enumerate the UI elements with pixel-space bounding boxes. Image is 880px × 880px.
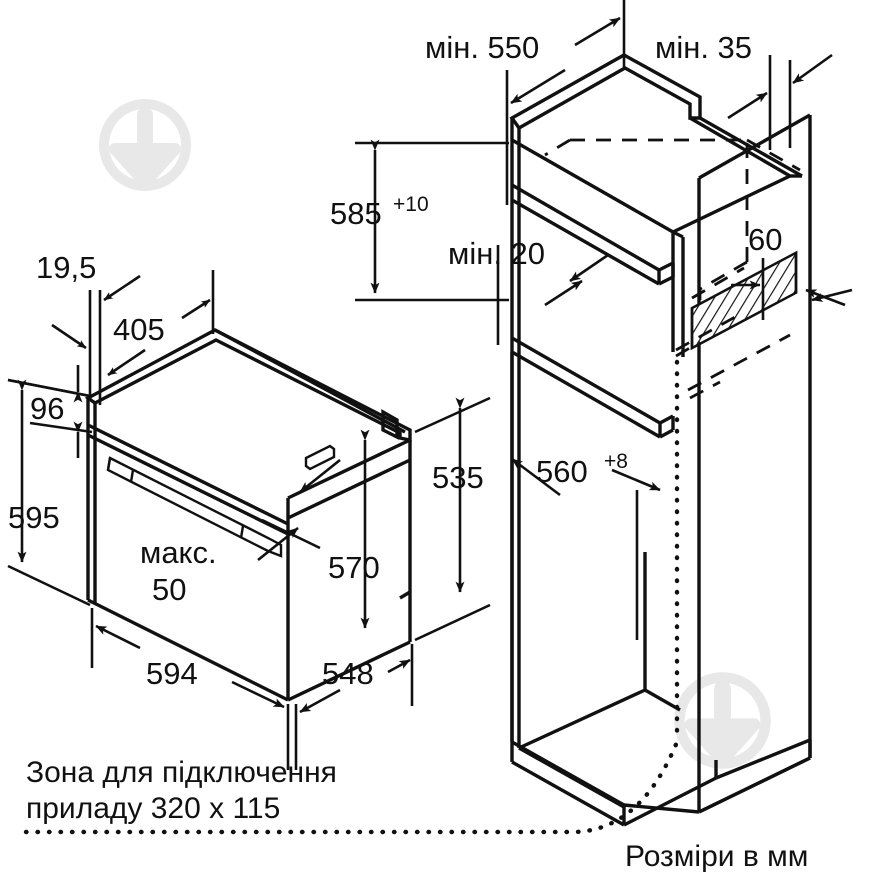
connection-zone-leader xyxy=(23,739,680,835)
connection-zone-line1: Зона для підключення xyxy=(26,756,337,789)
dim-oven-depth-front: 19,5 xyxy=(36,250,96,285)
dim-oven-panel-height: 96 xyxy=(30,391,64,426)
dim-oven-body-height: 535 xyxy=(432,460,484,495)
dim-niche-height-tolerance: +10 xyxy=(393,193,429,216)
dim-cabinet-min-top-gap: мін. 35 xyxy=(655,30,752,65)
dim-oven-total-height: 595 xyxy=(8,500,60,535)
dim-oven-total-depth: 548 xyxy=(322,656,374,691)
dim-niche-depth-tolerance: +8 xyxy=(604,450,628,473)
watermark-top-left xyxy=(99,99,192,191)
cabinet-dimensions: мін. 550 мін. 35 585 +10 мін. 20 60 xyxy=(330,0,853,640)
cabinet-body xyxy=(509,53,812,827)
dim-rear-recess: 60 xyxy=(748,222,782,257)
dim-oven-max-gap-line2: 50 xyxy=(152,572,186,607)
dim-oven-total-width: 594 xyxy=(146,656,198,691)
connection-zone-callout: Зона для підключення приладу 320 x 115 xyxy=(23,739,680,835)
dim-niche-height: 585 xyxy=(330,196,382,231)
watermark-bottom-right xyxy=(674,672,771,769)
dim-oven-max-gap-line1: макс. xyxy=(140,535,217,570)
dim-niche-depth: 560 xyxy=(536,454,588,489)
oven-dimensions: 19,5 405 96 595 594 xyxy=(7,250,491,770)
dim-cabinet-min-width: мін. 550 xyxy=(425,30,539,65)
dim-oven-body-depth: 570 xyxy=(328,550,380,585)
dim-oven-depth-offset: 405 xyxy=(113,312,165,347)
dim-min-rear-gap: мін. 20 xyxy=(448,236,545,271)
connection-zone-line2: приладу 320 x 115 xyxy=(26,792,280,825)
units-caption: Розміри в мм xyxy=(625,840,808,873)
